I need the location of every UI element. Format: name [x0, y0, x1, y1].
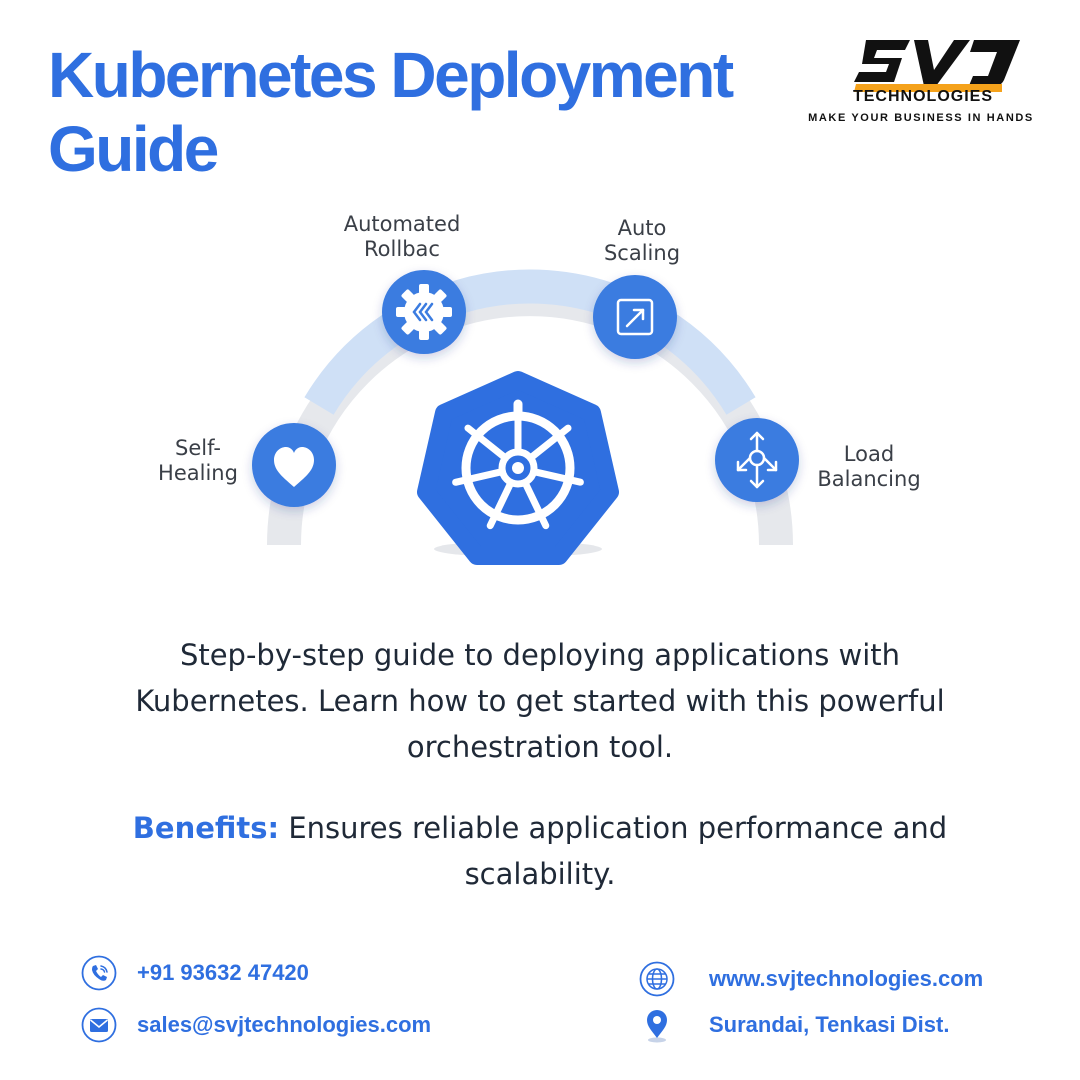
title-line-1: Kubernetes Deployment: [48, 39, 734, 111]
phone-number[interactable]: +91 93632 47420: [137, 960, 309, 985]
location-text: Surandai, Tenkasi Dist.: [709, 1012, 950, 1037]
phone-icon: [81, 955, 117, 991]
title-line-2: Guide: [48, 113, 219, 185]
logo-company-name: TECHNOLOGIES: [852, 88, 993, 105]
company-logo: TECHNOLOGIES MAKE YOUR BUSINESS IN HANDS: [788, 36, 1054, 132]
email-address[interactable]: sales@svjtechnologies.com: [137, 1012, 432, 1037]
benefits-text: Benefits: Ensures reliable application p…: [90, 805, 990, 897]
kubernetes-helm-icon: [417, 371, 619, 565]
svj-logo-mark: [854, 40, 1020, 92]
description-text: Step-by-step guide to deploying applicat…: [135, 638, 945, 764]
contact-email[interactable]: sales@svjtechnologies.com: [81, 1007, 431, 1043]
page-title: Kubernetes Deployment Guide: [48, 38, 748, 186]
load-balance-arrows-icon: [715, 418, 799, 502]
heart-icon: [252, 423, 336, 507]
location-pin-icon: [647, 1010, 667, 1043]
globe-icon: [639, 961, 675, 997]
scale-arrow-icon: [593, 275, 677, 359]
diagram-graphic: [252, 269, 799, 565]
contact-location[interactable]: Surandai, Tenkasi Dist.: [639, 1007, 949, 1043]
benefits-label: Benefits:: [132, 811, 280, 845]
website-url[interactable]: www.svjtechnologies.com: [709, 966, 984, 991]
feature-label-self-healing: Self-Healing: [158, 436, 238, 485]
logo-tagline: MAKE YOUR BUSINESS IN HANDS: [808, 112, 1034, 124]
contact-phone[interactable]: +91 93632 47420: [81, 955, 309, 991]
benefits-body: Ensures reliable application performance…: [279, 811, 948, 891]
gear-rollback-icon: [382, 270, 466, 354]
mail-icon: [81, 1007, 117, 1043]
contact-website[interactable]: www.svjtechnologies.com: [639, 961, 983, 997]
